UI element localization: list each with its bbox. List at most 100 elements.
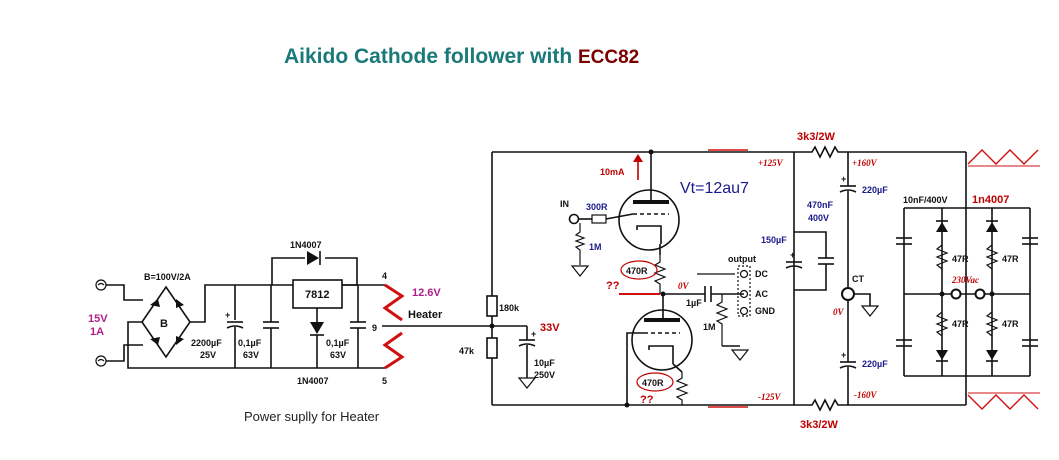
resistor-47r-3 xyxy=(935,311,949,337)
resistor-47k xyxy=(486,337,498,359)
input-label: IN xyxy=(560,199,569,209)
rail-minus160: -160V xyxy=(854,390,877,400)
output-dc-jack xyxy=(739,269,749,279)
ac-terminal-2 xyxy=(974,288,986,300)
zero-v-label: 0V xyxy=(678,281,690,291)
hv-r-bottom-label: 3k3/2W xyxy=(800,419,839,431)
upper-triode xyxy=(618,189,680,251)
psu-input-current: 1A xyxy=(90,326,104,338)
pin-4: 4 xyxy=(382,271,387,281)
psu-caption: Power suplly for Heater xyxy=(244,409,380,424)
svg-text:+: + xyxy=(841,350,846,360)
hv-c470-voltage: 400V xyxy=(808,213,829,223)
cathode-r-bottom-label: 470R xyxy=(642,378,664,388)
resistor-1m-input xyxy=(574,223,586,265)
heater-voltage: 12.6V xyxy=(412,287,441,299)
bias-r-top: 180k xyxy=(499,303,520,313)
svg-text:+: + xyxy=(841,174,846,184)
hv-diode-label: 1n4007 xyxy=(972,194,1009,206)
resistor-47r-2 xyxy=(985,244,999,270)
hv-c220-bottom-label: 220µF xyxy=(862,359,888,369)
input-resistor-label: 1M xyxy=(589,242,602,252)
cap2-value: 0,1µF xyxy=(238,338,262,348)
heater-label: Heater xyxy=(408,309,443,321)
heater-power-supply: 15V 1A B B=100V/2A + 2200µF 25V 0,1µF 63… xyxy=(88,240,443,424)
psu-input-voltage: 15V xyxy=(88,313,108,325)
cap1-value: 2200µF xyxy=(191,338,222,348)
output-resistor-label: 1M xyxy=(703,322,716,332)
resistor-300r xyxy=(591,214,607,224)
current-label: 10mA xyxy=(600,167,625,177)
cap3-voltage: 63V xyxy=(330,350,346,360)
output-terminal-block xyxy=(737,265,751,317)
cap1-voltage: 25V xyxy=(200,350,216,360)
output-gnd-jack xyxy=(739,306,749,316)
question-top: ?? xyxy=(606,280,620,292)
diode-bottom-label: 1N4007 xyxy=(297,376,329,386)
hv-r2-label: 47R xyxy=(1002,254,1019,264)
rail-minus125: -125V xyxy=(758,392,781,402)
output-dc-label: DC xyxy=(755,269,768,279)
lower-triode xyxy=(631,309,693,371)
tube-section: 10mA IN 300R 1M Vt=12au7 470R ?? 0V 1µF xyxy=(560,152,776,408)
bridge-rating: B=100V/2A xyxy=(144,272,191,282)
resistor-47r-4 xyxy=(985,311,999,337)
grid-resistor-label: 300R xyxy=(586,202,608,212)
snubber-cap-label: 10nF/400V xyxy=(903,195,948,205)
cathode-r-top-label: 470R xyxy=(626,266,648,276)
resistor-470r-top xyxy=(653,255,667,294)
svg-text:+: + xyxy=(790,250,795,260)
heater-winding-top xyxy=(382,283,405,322)
ac-voltage-label: 230Vac xyxy=(951,275,979,285)
ac-terminal-1 xyxy=(950,288,962,300)
bias-voltage: 33V xyxy=(540,322,560,334)
pin-9: 9 xyxy=(372,323,377,333)
bias-cap-value: 10µF xyxy=(534,358,555,368)
coupling-cap-label: 1µF xyxy=(686,298,702,308)
resistor-470r-bottom xyxy=(675,372,689,405)
hv-r-top-label: 3k3/2W xyxy=(797,131,836,143)
hv-zero-v: 0V xyxy=(833,307,845,317)
resistor-3k3-bottom xyxy=(808,398,966,412)
question-bottom: ?? xyxy=(640,394,654,406)
cap3-value: 0,1µF xyxy=(326,338,350,348)
hv-c470-label: 470nF xyxy=(807,200,834,210)
ac-terminal-bottom xyxy=(95,355,107,367)
svg-text:+: + xyxy=(531,329,536,339)
bias-cap-voltage: 250V xyxy=(534,370,555,380)
bridge-rectifier xyxy=(141,285,191,359)
resistor-3k3-top xyxy=(808,145,966,159)
output-label: output xyxy=(728,254,756,264)
ct-label: CT xyxy=(852,274,864,284)
bias-r-bottom: 47k xyxy=(459,346,475,356)
title-text: Aikido Cathode follower with ECC82 xyxy=(284,45,639,68)
title-main: Aikido Cathode follower with xyxy=(284,45,578,68)
bridge-label: B xyxy=(160,318,168,330)
input-jack xyxy=(568,213,580,225)
hv-r1-label: 47R xyxy=(952,254,969,264)
heater-winding-bottom xyxy=(382,331,405,370)
hv-c150-label: 150µF xyxy=(761,235,787,245)
ct-terminal xyxy=(841,287,855,301)
output-gnd-label: GND xyxy=(755,306,776,316)
output-ac-jack xyxy=(739,289,749,299)
cap2-voltage: 63V xyxy=(243,350,259,360)
resistor-47r-1 xyxy=(935,244,949,270)
hv-r4-label: 47R xyxy=(1002,319,1019,329)
hv-r3-label: 47R xyxy=(952,319,969,329)
heater-bias: 180k 47k + 33V 10µF 250V xyxy=(382,152,560,405)
pin-5: 5 xyxy=(382,376,387,386)
hv-supply: 3k3/2W 3k3/2W +160V -160V + 150µF 470nF … xyxy=(761,131,1040,431)
amp-rails: +125V -125V xyxy=(492,149,808,408)
rail-plus160: +160V xyxy=(852,158,878,168)
rail-plus125: +125V xyxy=(758,158,784,168)
resistor-1m-output xyxy=(715,294,729,346)
svg-text:+: + xyxy=(225,310,230,320)
title-tube: ECC82 xyxy=(578,47,639,68)
hv-c220-top-label: 220µF xyxy=(862,185,888,195)
tube-label: Vt=12au7 xyxy=(680,180,749,197)
ac-terminal-top xyxy=(95,279,107,291)
regulator-label: 7812 xyxy=(305,289,329,301)
